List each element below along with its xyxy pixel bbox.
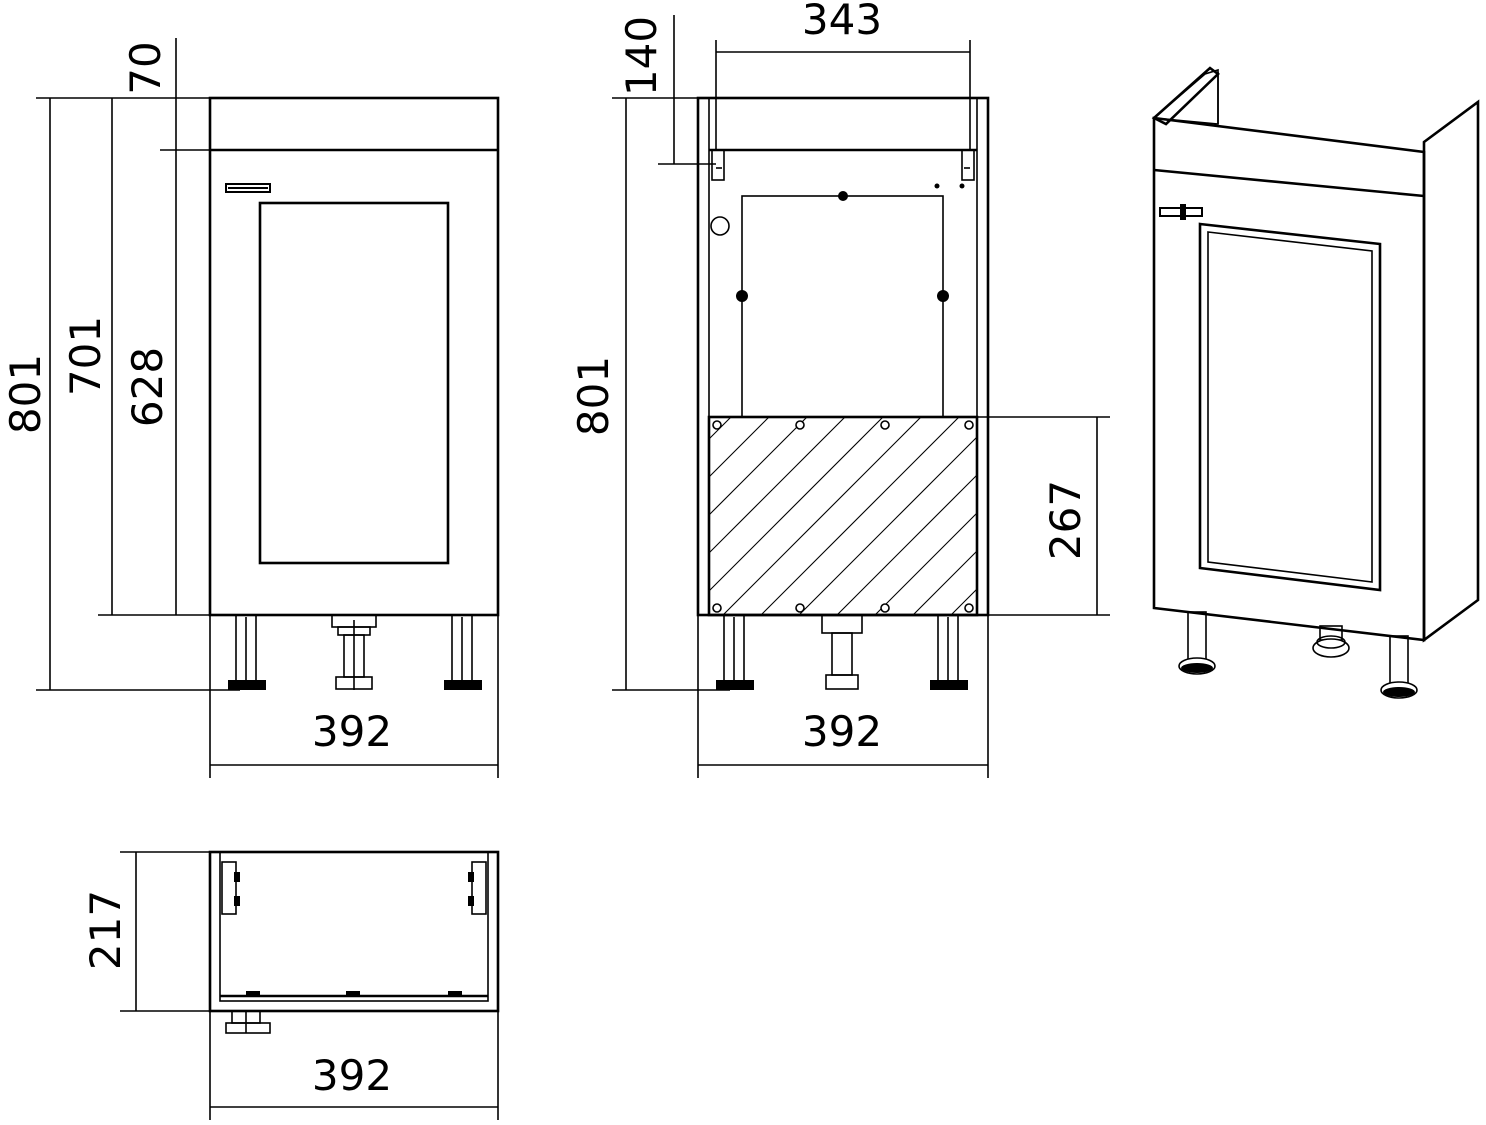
- side-width-label: 392: [802, 707, 882, 756]
- side-legs: [716, 614, 968, 690]
- side-inner-width-label: 343: [802, 0, 882, 44]
- front-total-height-label: 801: [1, 354, 50, 434]
- side-lower-zone-height-label: 267: [1041, 480, 1090, 560]
- front-width-label: 392: [312, 707, 392, 756]
- front-legs: [228, 614, 482, 690]
- front-door-panel: [258, 201, 450, 565]
- side-total-height-label: 801: [569, 356, 618, 436]
- handle-icon: [225, 183, 271, 193]
- side-view: 343 140 801 267 392: [569, 0, 1110, 778]
- front-top-height-label: 70: [121, 41, 170, 94]
- top-view: 217 392: [81, 850, 500, 1120]
- perspective-handle-icon: [1159, 204, 1203, 220]
- front-door-height-label: 628: [123, 347, 172, 427]
- top-width-label: 392: [312, 1051, 392, 1100]
- hatched-lower-zone: [707, 415, 979, 617]
- front-dimension-lines: [36, 38, 499, 778]
- mounting-plate: [710, 183, 965, 418]
- side-dimension-lines: [612, 15, 1110, 778]
- perspective-view: [1151, 66, 1480, 699]
- front-body-height-label: 701: [61, 316, 110, 396]
- perspective-legs: [1178, 611, 1418, 699]
- top-depth-label: 217: [81, 890, 130, 970]
- front-view: 801 701 628 70 392: [1, 38, 500, 778]
- side-top-offset-label: 140: [617, 16, 666, 96]
- top-dimension-lines: [120, 851, 499, 1120]
